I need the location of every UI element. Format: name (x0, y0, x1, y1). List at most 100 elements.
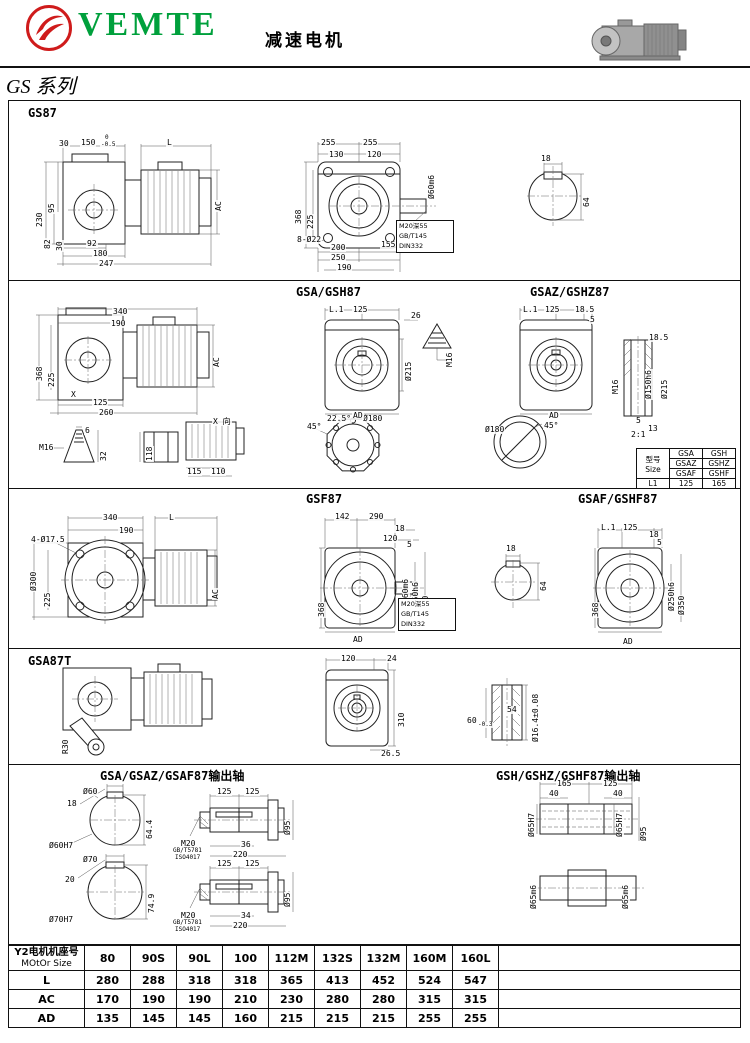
tap-hole-note: M20深55 GB/T145 DIN332 (398, 598, 456, 632)
note-line: M20深55 (399, 222, 428, 230)
dim-label: Ø16.4±0.08 (531, 692, 540, 743)
row-label: L (8, 970, 85, 990)
table-cell: 165 (702, 478, 736, 489)
dim-label: 54 (506, 705, 518, 714)
dim-label: 64.4 (145, 818, 154, 840)
note-line: M20深55 (401, 600, 430, 608)
dim-label: 26.5 (380, 749, 402, 758)
table-cell: 170 (84, 989, 131, 1009)
col-header: 80 (84, 945, 131, 971)
dim-label: 368 (591, 601, 600, 618)
table-cell: 255 (452, 1008, 499, 1028)
page-title: 减速电机 (265, 31, 345, 51)
dim-label: 45° (543, 421, 560, 430)
dim-label: 115 (186, 467, 203, 476)
output-shaft-drawing (69, 782, 644, 927)
table-cell: 315 (406, 989, 453, 1009)
dim-label: 6 (84, 426, 91, 435)
table-cell: L1 (636, 478, 670, 489)
dim-label: 95 (47, 202, 56, 214)
table-cell: 230 (268, 989, 315, 1009)
row-label: AD (8, 1008, 85, 1028)
drawing-frame (8, 100, 741, 945)
dim-label: M16 (611, 378, 620, 395)
dim-label: 125 (216, 859, 233, 868)
table-cell: 288 (130, 970, 177, 990)
dim-label: 125 (352, 305, 369, 314)
table-cell: 280 (84, 970, 131, 990)
dim-label: AD (352, 635, 364, 644)
dim-label: Ø215 (404, 360, 413, 382)
dim-label: L.1 (328, 305, 345, 314)
dim-label: L (168, 513, 175, 522)
dim-tolerance: -0.5 (100, 141, 117, 148)
dim-label: Ø65H7 (527, 811, 536, 838)
table-cell: GSHF (702, 468, 736, 479)
dim-label: L.1 (522, 305, 539, 314)
dim-label: Ø60H7 (48, 841, 75, 850)
dim-label: 120 (382, 534, 399, 543)
dim-label: 4-Ø17.5 (30, 535, 66, 544)
dim-label: 190 (110, 319, 127, 328)
dim-label: 290 (368, 512, 385, 521)
table-cell: GSAZ (669, 458, 703, 469)
table-cell: 547 (452, 970, 499, 990)
table-cell: 255 (406, 1008, 453, 1028)
motor-frame-table: Y2电机机座号 MOtOr Size 80 90S 90L 100 112M 1… (8, 945, 741, 1028)
dim-label: 64 (582, 196, 591, 208)
dim-label: 368 (294, 208, 303, 225)
dim-label: 18 (394, 524, 406, 533)
table-cell: GSA (669, 448, 703, 459)
table-cell: 125 (669, 478, 703, 489)
table-cell: GSHZ (702, 458, 736, 469)
dim-label: 18.5 (574, 305, 596, 314)
dim-label: AD (352, 411, 364, 420)
dim-label: Ø215 (660, 378, 669, 400)
gs87-drawing (44, 142, 584, 272)
dim-label: 60 (466, 716, 478, 725)
table-cell: GSH (702, 448, 736, 459)
dim-label: 32 (99, 450, 108, 462)
note-line: GB/T145 (401, 609, 430, 618)
table-row: AC 170 190 190 210 230 280 280 315 315 (8, 989, 741, 1009)
series-label: GS 系列 (6, 76, 76, 98)
panel-title-gsa87t: GSA87T (28, 654, 72, 668)
dim-label: 26 (410, 311, 422, 320)
table-cell: 190 (130, 989, 177, 1009)
panel-title-gsaz-gshz87: GSAZ/GSHZ87 (530, 285, 610, 299)
dim-label: Ø60m6 (427, 173, 436, 200)
table-cell: 145 (176, 1008, 223, 1028)
dim-label: 82 (43, 238, 52, 250)
dim-label: 125 (544, 305, 561, 314)
dim-label: 30 (55, 240, 64, 252)
dim-label: 125 (216, 787, 233, 796)
dim-label: 310 (397, 711, 406, 728)
row-divider (8, 764, 741, 765)
dim-label: 40 (612, 789, 624, 798)
dim-label: 220 (232, 850, 249, 859)
dim-label: 225 (47, 371, 56, 388)
dim-label: 18 (540, 154, 552, 163)
size-header-en: Size (645, 464, 661, 474)
dim-label: Ø70 (82, 855, 99, 864)
table-cell: 318 (222, 970, 269, 990)
header-rule (0, 66, 750, 68)
dim-label: 30 (58, 139, 70, 148)
dim-label: Ø300 (29, 570, 38, 592)
note-line: DIN332 (401, 619, 426, 628)
dim-label: 5 (656, 538, 663, 547)
table-corner-cell: Y2电机机座号 MOtOr Size (8, 945, 85, 971)
dim-label: 24 (386, 654, 398, 663)
scale-label: 2:1 (630, 430, 647, 439)
dim-label: 5 (635, 416, 642, 425)
dim-label: 150 (80, 138, 97, 147)
dim-label: AD (548, 411, 560, 420)
dim-label: 110 (210, 467, 227, 476)
size-header-cn: 型号 (645, 454, 661, 464)
motor-header-cn: Y2电机机座号 (14, 947, 79, 959)
table-cell: 160 (222, 1008, 269, 1028)
dim-label: Ø250h6 (667, 581, 676, 612)
dim-label: R30 (61, 738, 70, 755)
dim-label: 255 (362, 138, 379, 147)
